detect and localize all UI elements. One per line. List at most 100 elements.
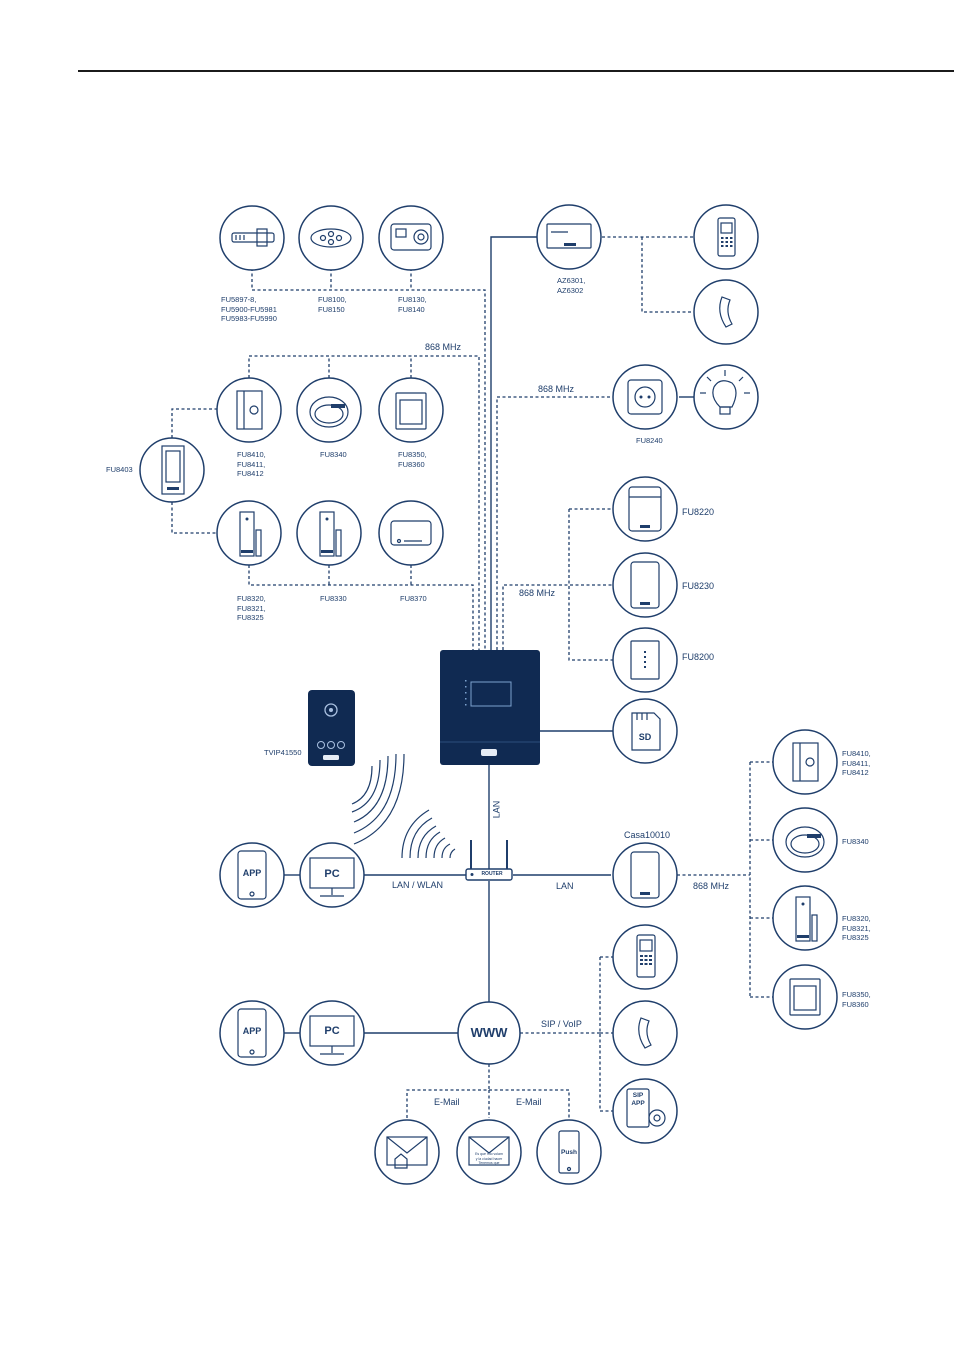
label-email-1: E-Mail [434,1097,460,1107]
label-fu8320-right: FU8320, FU8321, FU8325 [842,914,871,943]
lock-module-icon [390,223,432,251]
label-email-2: E-Mail [516,1097,542,1107]
right-window-circle [772,885,838,951]
label-line: FU8412 [237,469,264,478]
label-freq-mid: 868 MHz [538,384,575,394]
router-wifi-waves [401,809,456,859]
lock-module-circle [378,205,444,271]
handset-icon [719,296,733,328]
fu8200-circle [612,627,678,693]
label-line: AZ6301, [557,276,586,285]
right-door-contact-icon [792,742,819,782]
casa-circle [612,842,678,908]
label-fu8130: FU8130, FU8140 [398,295,427,314]
water-sensor-icon [390,520,432,546]
siren-icon [628,486,662,532]
contact-circle [216,377,282,443]
label-fu8350-right: FU8350, FU8360 [842,990,871,1009]
label-fu8230: FU8230 [682,581,715,591]
pc-circle-2 [299,1000,365,1066]
icons [161,217,825,1174]
label-app-2: APP [242,1026,262,1036]
door-contact-icon [236,390,263,430]
socket-circle [612,364,678,430]
keypad-lock-circle [219,205,285,271]
landline-circle [693,279,759,345]
email-message-icon [468,1136,510,1166]
fu8403-circle [139,437,205,503]
label-pc-1: PC [324,868,340,880]
remote-circle [298,205,364,271]
app-circle-1 [219,842,285,908]
label-line: Es que mio volam [475,1152,503,1156]
label-fu8340-left: FU8340 [320,450,347,459]
label-lan-vertical: LAN [491,800,502,819]
fu8330-circle [296,500,362,566]
label-line: FU8350, [398,450,427,459]
label-fu8220: FU8220 [682,507,715,517]
label-fu8100: FU8100, FU8150 [318,295,347,314]
label-line: FU5897-8, [221,295,257,304]
label-line: FU8130, [398,295,427,304]
remote-control-icon [310,228,352,248]
repeater-icon [630,640,660,680]
label-push: Push [561,1149,577,1156]
email-note: Es que mio volam y la ciudad hacer Tenem… [467,1152,511,1166]
email-circle-2 [456,1119,522,1185]
label-pc-2: PC [324,1025,340,1037]
label-line: AZ6302 [557,285,584,295]
sip-mobile-icon [636,934,656,978]
label-line: y la ciudad hacer [475,1156,503,1161]
label-fu8320-left: FU8320, FU8321, FU8325 [237,594,266,623]
sd-card-icon [631,712,661,751]
label-line: FU8321, [237,603,266,613]
label-line: FU8325 [842,933,869,942]
label-line: FU8320, [237,594,266,603]
label-fu8350-left: FU8350, FU8360 [398,450,427,469]
label-router: ROUTER [481,871,503,877]
label-fu8403: FU8403 [106,465,133,474]
window-contact-icon [239,511,262,557]
label-line: FU8100, [318,295,347,304]
label-line: FU8350, [842,990,871,999]
email-house-icon [386,1136,428,1169]
casa-hub-icon [630,851,660,899]
mobile-phone-icon [717,217,736,257]
label-lan-wlan: LAN / WLAN [392,880,444,890]
label-casa: Casa10010 [624,830,671,840]
smartphone-icon-2 [237,1008,267,1058]
fu8230-circle [612,552,678,618]
push-phone-icon [558,1130,580,1174]
keypad-panel-icon [161,445,185,495]
label-line: SIP [632,1092,644,1099]
label-line: FU8140 [398,304,425,314]
label-fu5897: FU5897-8, FU5900-FU5981 FU5983-FU5990 [221,295,277,324]
az6301-circle [536,204,602,270]
label-line: FU8411, [237,459,266,469]
label-freq-casa: 868 MHz [693,881,730,891]
central-panel [440,650,540,765]
sd-circle [612,698,678,764]
label-line: FU5900-FU5981 [221,304,277,314]
label-az6301: AZ6301, AZ6302 [557,276,585,295]
label-line: APP [631,1100,645,1107]
label-sd: SD [638,732,652,742]
label-fu8200: FU8200 [682,652,715,662]
label-sip: SIP / VoIP [541,1019,582,1029]
www-circle [457,1001,521,1065]
push-circle [536,1119,602,1185]
label-fu8410-right: FU8410, FU8411, FU8412 [842,749,871,778]
label-lan-right: LAN [556,881,574,891]
sip-phone-circle [612,1000,678,1066]
label-fu8330: FU8330 [320,594,347,603]
label-freq-top: 868 MHz [425,342,462,352]
right-window-contact-icon [795,896,818,942]
label-line: FU8321, [842,923,871,933]
label-line: FU8150 [318,304,345,314]
light-bulb-icon [700,370,750,415]
label-www: WWW [470,1025,508,1040]
dialer-icon [546,223,592,249]
label-app-1: APP [242,868,262,878]
label-sip-app: SIP APP [628,1092,648,1108]
